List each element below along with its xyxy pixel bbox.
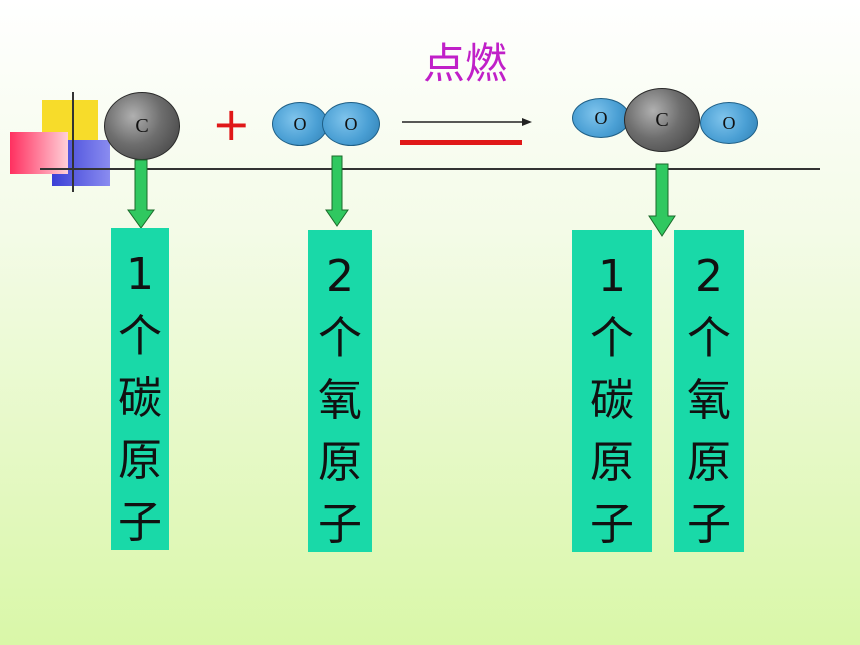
- label-char: 1: [126, 249, 154, 300]
- label-product-carbon: 1 个 碳 原 子: [572, 230, 652, 552]
- label-char: 子: [590, 499, 634, 550]
- oxygen-symbol-right: O: [344, 113, 358, 134]
- label-char: 原: [590, 437, 634, 488]
- label-char: 1: [598, 251, 626, 302]
- co2-oxygen-right-symbol: O: [722, 112, 736, 133]
- decor-red-square: [10, 132, 68, 174]
- label-char: 个: [590, 313, 634, 364]
- label-reactant-carbon: 1 个 碳 原 子: [111, 228, 169, 550]
- arrow-co2: [648, 163, 676, 237]
- label-char: 个: [318, 313, 362, 364]
- label-char: 原: [118, 435, 162, 486]
- co2-oxygen-right: O: [700, 102, 758, 144]
- label-char: 子: [318, 499, 362, 550]
- pointer-arrows: [127, 155, 676, 237]
- reaction-arrow-head: [522, 118, 532, 126]
- label-char: 个: [118, 311, 162, 362]
- label-char: 氧: [318, 375, 362, 426]
- label-char: 碳: [118, 373, 162, 424]
- label-char: 2: [695, 251, 723, 302]
- co2-oxygen-left-symbol: O: [594, 107, 608, 128]
- reaction-condition: 点燃: [422, 39, 507, 88]
- oxygen-atom-left: O: [272, 102, 328, 146]
- label-char: 原: [687, 437, 731, 488]
- label-char: 个: [687, 313, 731, 364]
- arrow-oxygen: [325, 155, 349, 227]
- label-product-oxygen: 2 个 氧 原 子: [674, 230, 744, 552]
- arrow-carbon: [127, 159, 155, 229]
- co2-carbon-symbol: C: [655, 108, 669, 131]
- label-char: 碳: [590, 375, 634, 426]
- co2-carbon: C: [624, 88, 700, 152]
- reaction-arrow: [400, 118, 532, 145]
- reaction-equals-bar: [400, 140, 522, 145]
- carbon-symbol: C: [135, 114, 149, 137]
- label-char: 氧: [687, 375, 731, 426]
- label-char: 子: [687, 499, 731, 550]
- label-reactant-oxygen: 2 个 氧 原 子: [308, 230, 372, 552]
- label-char: 2: [326, 251, 354, 302]
- co2-oxygen-left: O: [572, 98, 630, 138]
- plus-sign: +: [212, 97, 251, 151]
- label-char: 子: [118, 497, 162, 548]
- label-char: 原: [318, 437, 362, 488]
- decor-horizontal-line: [40, 168, 820, 170]
- oxygen-atom-right: O: [322, 102, 380, 146]
- oxygen-symbol-left: O: [293, 113, 307, 134]
- decor-vertical-line: [72, 92, 74, 192]
